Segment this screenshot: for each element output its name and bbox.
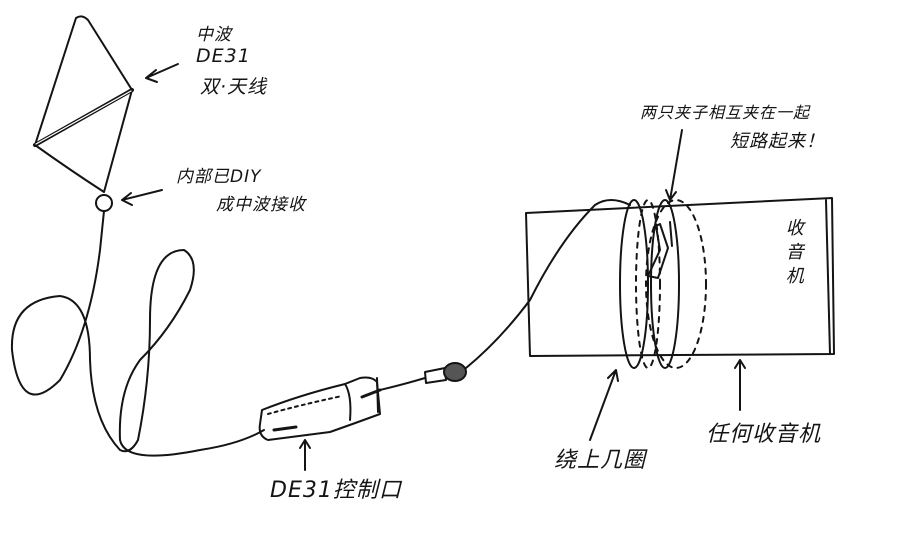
- controller-wire: [379, 377, 426, 391]
- controller-label: DE31控制口: [270, 478, 402, 503]
- antenna-label-line2: DE31: [196, 44, 251, 67]
- internal-module-label-line1: 内部已DIY: [176, 167, 262, 187]
- arrow-to-coil: [589, 369, 619, 441]
- de31-controller: [258, 376, 382, 441]
- arrow-to-module: [121, 189, 163, 206]
- arrow-to-clip: [665, 129, 683, 201]
- arrow-to-radio: [734, 359, 746, 411]
- antenna-cable: [10, 210, 265, 457]
- antenna-label-line1: 中波: [196, 25, 232, 45]
- clip: [647, 221, 673, 279]
- coil-label: 绕上几圈: [554, 448, 647, 473]
- plug: [424, 362, 467, 384]
- clip-note-line1: 两只夹子相互夹在一起: [640, 103, 811, 122]
- clip-note-line2: 短路起来！: [730, 131, 825, 153]
- antenna-frame: [33, 15, 134, 193]
- antenna-label-line3: 双·天线: [200, 76, 268, 99]
- radio-box-label: 收音机: [782, 218, 804, 290]
- internal-module-node: [95, 194, 113, 212]
- clip-note-label: 两只夹子相互夹在一起 短路起来！: [640, 103, 825, 153]
- coil-loops: [619, 199, 707, 369]
- radio-box: [525, 197, 835, 357]
- coil-wire: [465, 199, 631, 369]
- internal-module-label-line2: 成中波接收: [216, 194, 306, 215]
- arrow-to-controller: [299, 439, 311, 471]
- antenna-label: 中波 DE31 双·天线: [196, 25, 268, 99]
- arrow-to-antenna: [145, 63, 179, 83]
- internal-module-label: 内部已DIY 成中波接收: [176, 167, 306, 215]
- any-radio-label: 任何收音机: [706, 422, 822, 447]
